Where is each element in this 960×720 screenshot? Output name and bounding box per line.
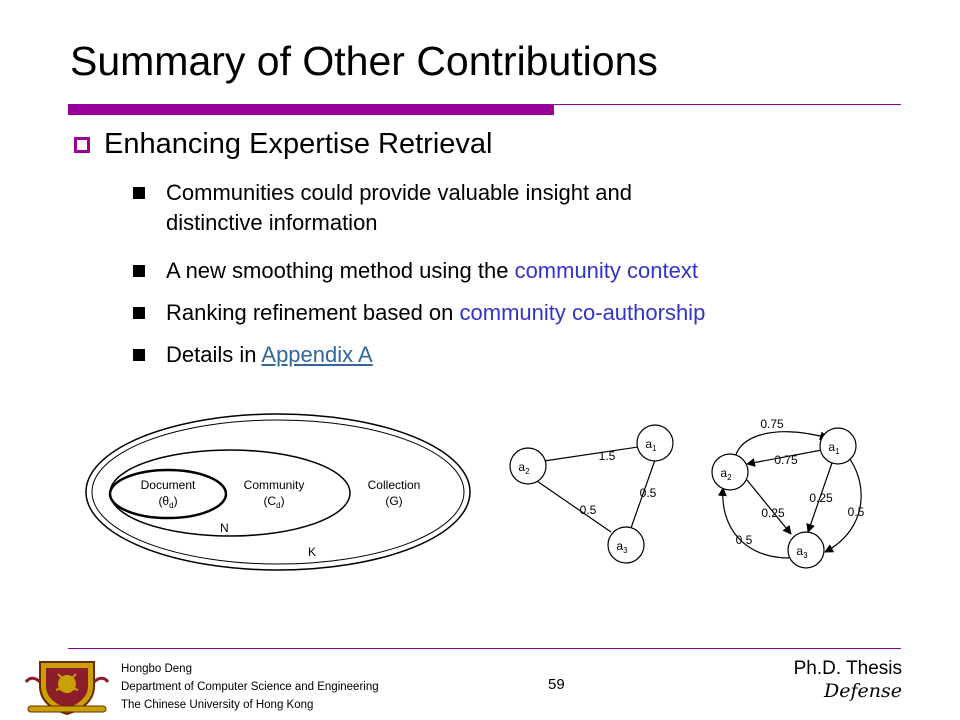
- square-bullet-icon: [133, 265, 145, 277]
- graph-node-a2: [711, 453, 749, 491]
- footer-divider: [68, 648, 901, 649]
- title-underline-thick: [68, 104, 554, 115]
- community-sub-label: (Cd): [263, 494, 284, 510]
- thesis-title: Ph.D. Thesis: [793, 658, 902, 679]
- figure-diagrams: Document (θd) Community (Cd) Collection …: [85, 413, 865, 571]
- footer-author-block: Hongbo Deng Department of Computer Scien…: [121, 660, 379, 714]
- community-label: Community: [244, 478, 305, 492]
- appendix-a-link[interactable]: Appendix A: [261, 342, 373, 367]
- node-label: a1: [828, 440, 840, 456]
- node-label: a2: [720, 466, 732, 482]
- square-bullet-icon: [133, 187, 145, 199]
- edge-weight: 0.5: [736, 533, 753, 547]
- directed-graph: a2 a1 a3 0.75 0.75 0.25 0.25 0.5 0.5: [711, 417, 865, 569]
- bullet-item: Ranking refinement based on community co…: [133, 298, 705, 328]
- node-label: a3: [616, 539, 628, 555]
- document-sub-label: (θd): [158, 494, 177, 510]
- edge-weight: 0.75: [760, 417, 784, 431]
- university-crest-logo: [24, 661, 110, 716]
- square-bullet-icon: [133, 307, 145, 319]
- edge-weight: 0.5: [848, 505, 865, 519]
- edge-weight: 0.25: [809, 491, 833, 505]
- bullet-text: Ranking refinement based on community co…: [166, 300, 706, 325]
- graph-node-a2: [509, 447, 547, 485]
- edge-weight: 0.5: [580, 503, 597, 517]
- collection-label: Collection: [368, 478, 421, 492]
- undirected-graph: a2 a1 a3 1.5 0.5 0.5: [509, 424, 674, 564]
- slide-title: Summary of Other Contributions: [70, 38, 658, 84]
- section-heading: Enhancing Expertise Retrieval: [104, 128, 493, 160]
- page-number: 59: [548, 676, 565, 693]
- thesis-defense: Defense: [824, 680, 902, 702]
- bullet-item: A new smoothing method using the communi…: [133, 256, 698, 286]
- square-bullet-icon: [133, 349, 145, 361]
- bullet-text: Details in Appendix A: [166, 342, 373, 367]
- collection-sub-label: (G): [385, 494, 402, 508]
- hollow-square-bullet-icon: [74, 136, 90, 153]
- node-label: a3: [796, 544, 808, 560]
- label-k: K: [308, 545, 316, 559]
- bullet-text: A new smoothing method using the communi…: [166, 258, 698, 283]
- collection-ellipse-inner: [91, 419, 465, 565]
- label-n: N: [220, 521, 229, 535]
- collection-ellipse-outer: [85, 413, 471, 571]
- edge-weight: 0.5: [640, 486, 657, 500]
- author-name: Hongbo Deng: [121, 663, 192, 675]
- graph-node-a1: [636, 424, 674, 462]
- edge-weight: 1.5: [599, 449, 616, 463]
- document-label: Document: [141, 478, 196, 492]
- bullet-item: Communities could provide valuable insig…: [133, 178, 632, 238]
- edge-weight: 0.75: [774, 453, 798, 467]
- bullet-item: Details in Appendix A: [133, 340, 373, 370]
- bullet-text: Communities could provide valuable insig…: [166, 180, 632, 235]
- department: Department of Computer Science and Engin…: [121, 681, 379, 693]
- graph-node-a1: [819, 427, 857, 465]
- node-label: a2: [518, 460, 530, 476]
- document-ellipse: [108, 468, 228, 520]
- graph-node-a3: [607, 526, 645, 564]
- highlight-text: community co-authorship: [459, 300, 706, 325]
- highlight-text: community context: [514, 258, 698, 283]
- university: The Chinese University of Hong Kong: [121, 699, 314, 711]
- thesis-label: Ph.D. Thesis Defense: [794, 658, 902, 702]
- heading-row: Enhancing Expertise Retrieval: [74, 128, 492, 161]
- graph-node-a3: [787, 531, 825, 569]
- nested-ellipses-diagram: Document (θd) Community (Cd) Collection …: [85, 413, 471, 571]
- title-underline-thin: [554, 104, 901, 105]
- node-label: a1: [645, 437, 657, 453]
- community-ellipse: [109, 449, 351, 537]
- edge-weight: 0.25: [761, 506, 785, 520]
